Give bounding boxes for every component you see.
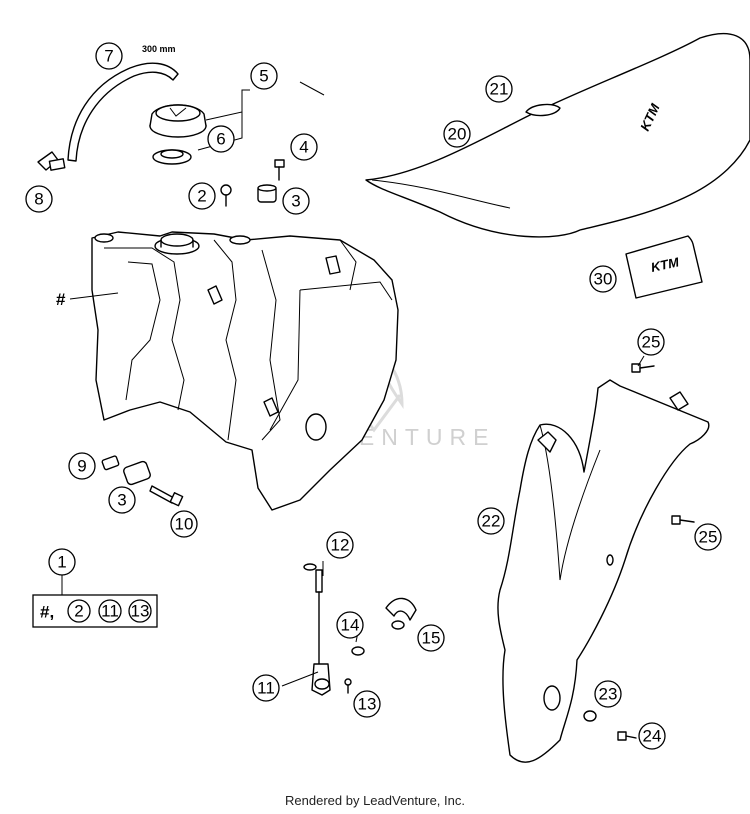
svg-text:9: 9: [77, 457, 86, 476]
svg-text:10: 10: [175, 515, 194, 534]
svg-text:22: 22: [482, 512, 501, 531]
sleeve-9: [101, 455, 120, 471]
bolt-10: [149, 485, 184, 507]
callout-14: 14: [336, 611, 364, 639]
callout-5: 5: [250, 62, 278, 90]
svg-text:11: 11: [101, 602, 119, 621]
screw-25b: [671, 515, 695, 525]
callout-23: 23: [594, 680, 622, 708]
kit-prefix: #,: [40, 603, 54, 622]
svg-text:3: 3: [291, 192, 300, 211]
callout-25b: 25: [694, 523, 722, 551]
svg-text:4: 4: [299, 138, 308, 157]
footer-credit: Rendered by LeadVenture, Inc.: [285, 793, 465, 808]
spacer-3: [257, 184, 277, 203]
callout-9: 9: [68, 452, 96, 480]
callout-4: 4: [290, 133, 318, 161]
svg-text:8: 8: [34, 190, 43, 209]
screw-25a: [631, 363, 655, 373]
kit-item-13: 13: [128, 599, 152, 623]
callout-21: 21: [485, 75, 513, 103]
hose-length-label: 300 mm: [142, 44, 176, 54]
fuel-tank: [91, 231, 399, 511]
svg-text:25: 25: [642, 333, 661, 352]
callout-10: 10: [170, 510, 198, 538]
callout-25a: 25: [637, 328, 665, 356]
spacer-3b: [123, 460, 151, 486]
callout-1: 1: [48, 548, 76, 576]
fuel-cap: [149, 104, 207, 138]
callout-2: 2: [188, 182, 216, 210]
hose-15: [385, 597, 417, 630]
callout-12: 12: [326, 531, 354, 559]
svg-text:13: 13: [131, 602, 150, 621]
side-cover: [497, 379, 710, 763]
callout-6: 6: [207, 125, 235, 153]
screw-13: [344, 678, 352, 694]
svg-text:15: 15: [422, 629, 441, 648]
svg-text:11: 11: [257, 679, 275, 698]
clamp-14: [351, 646, 365, 656]
kit-item-2: 2: [67, 599, 91, 623]
svg-text:20: 20: [448, 125, 467, 144]
fuel-tap: [303, 563, 331, 696]
callout-22: 22: [477, 507, 505, 535]
callout-3a: 3: [282, 187, 310, 215]
cap-gasket: [152, 149, 192, 165]
seat: KTM: [365, 33, 750, 238]
svg-text:25: 25: [699, 528, 718, 547]
callout-11: 11: [252, 674, 280, 702]
kit-item-11: 11: [98, 599, 122, 623]
tank-hash-label: #: [56, 290, 66, 309]
svg-text:30: 30: [594, 270, 613, 289]
kit-box: #, 2 11 13: [32, 594, 158, 628]
svg-text:2: 2: [197, 187, 206, 206]
callout-15: 15: [417, 624, 445, 652]
callout-8: 8: [25, 185, 53, 213]
svg-text:6: 6: [216, 130, 225, 149]
fuel-vent-hose: 300 mm: [67, 44, 179, 162]
callout-20: 20: [443, 120, 471, 148]
svg-text:5: 5: [259, 67, 268, 86]
svg-text:1: 1: [57, 553, 66, 572]
bolt-4: [274, 159, 285, 181]
callout-30: 30: [589, 265, 617, 293]
svg-text:24: 24: [643, 727, 662, 746]
svg-text:12: 12: [331, 536, 350, 555]
hose-fitting: [37, 151, 66, 171]
callout-24: 24: [638, 722, 666, 750]
sticker: KTM: [625, 235, 703, 299]
svg-text:14: 14: [341, 616, 360, 635]
svg-text:7: 7: [104, 47, 113, 66]
svg-text:23: 23: [599, 685, 618, 704]
svg-text:2: 2: [74, 602, 83, 621]
washer-23: [583, 710, 597, 722]
sticker-brand: KTM: [650, 254, 682, 275]
callout-3b: 3: [108, 486, 136, 514]
callout-7: 7: [95, 42, 123, 70]
svg-text:21: 21: [490, 80, 509, 99]
bolt-24: [617, 731, 637, 741]
screw-2: [220, 184, 232, 207]
callout-13: 13: [353, 690, 381, 718]
tank-marker: #: [56, 290, 119, 309]
svg-text:13: 13: [358, 695, 377, 714]
svg-text:3: 3: [117, 491, 126, 510]
